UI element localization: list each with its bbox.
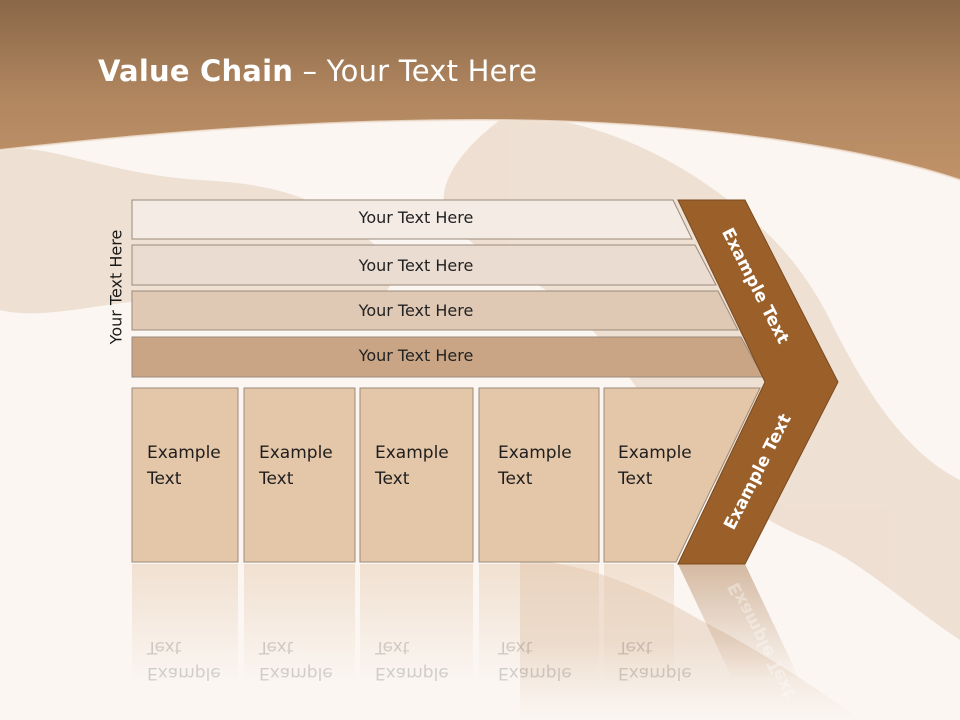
slide-title: Value Chain – Your Text Here [98, 54, 537, 88]
box-1-refl-line1: Example [147, 663, 221, 683]
box-5-reflection: Example Text [618, 634, 718, 686]
box-3-line1: Example [375, 443, 449, 463]
box-3-reflection: Example Text [375, 634, 475, 686]
reflection [132, 564, 800, 684]
box-3-refl-line2: Text [375, 637, 410, 657]
box-4-refl-line1: Example [498, 663, 572, 683]
bar-4-label: Your Text Here [358, 346, 474, 365]
box-1 [131, 387, 239, 563]
box-2-refl-line1: Example [259, 663, 333, 683]
title-rest: – Your Text Here [293, 54, 538, 88]
bar-2-label: Your Text Here [358, 256, 474, 275]
box-5-line1: Example [618, 443, 692, 463]
box-3 [359, 387, 474, 563]
box-3-line2: Text [375, 469, 410, 489]
header-band [0, 0, 960, 180]
box-4-reflection: Example Text [498, 634, 598, 686]
box-4-refl-line2: Text [498, 637, 533, 657]
bar-2 [131, 244, 717, 286]
box-2-line1: Example [259, 443, 333, 463]
box-1-reflection: Example Text [147, 634, 247, 686]
box-1-line2: Text [147, 469, 182, 489]
side-label: Your Text Here [106, 229, 126, 345]
box-2-refl-line2: Text [259, 637, 294, 657]
box-4 [478, 387, 600, 563]
box-5-refl-line1: Example [618, 663, 692, 683]
box-1-refl-line2: Text [147, 637, 182, 657]
box-4-line1: Example [498, 443, 572, 463]
box-3-refl-line1: Example [375, 663, 449, 683]
bar-1 [131, 199, 693, 240]
bar-3 [131, 290, 739, 331]
box-5-refl-line2: Text [618, 637, 653, 657]
bar-3-label: Your Text Here [358, 301, 474, 320]
box-1-line1: Example [147, 443, 221, 463]
box-2-line2: Text [259, 469, 294, 489]
box-5 [603, 387, 761, 563]
box-5-line2: Text [618, 469, 653, 489]
box-2-reflection: Example Text [259, 634, 359, 686]
box-4-line2: Text [498, 469, 533, 489]
title-bold: Value Chain [98, 54, 294, 88]
box-2 [243, 387, 356, 563]
bar-1-label: Your Text Here [358, 208, 474, 227]
